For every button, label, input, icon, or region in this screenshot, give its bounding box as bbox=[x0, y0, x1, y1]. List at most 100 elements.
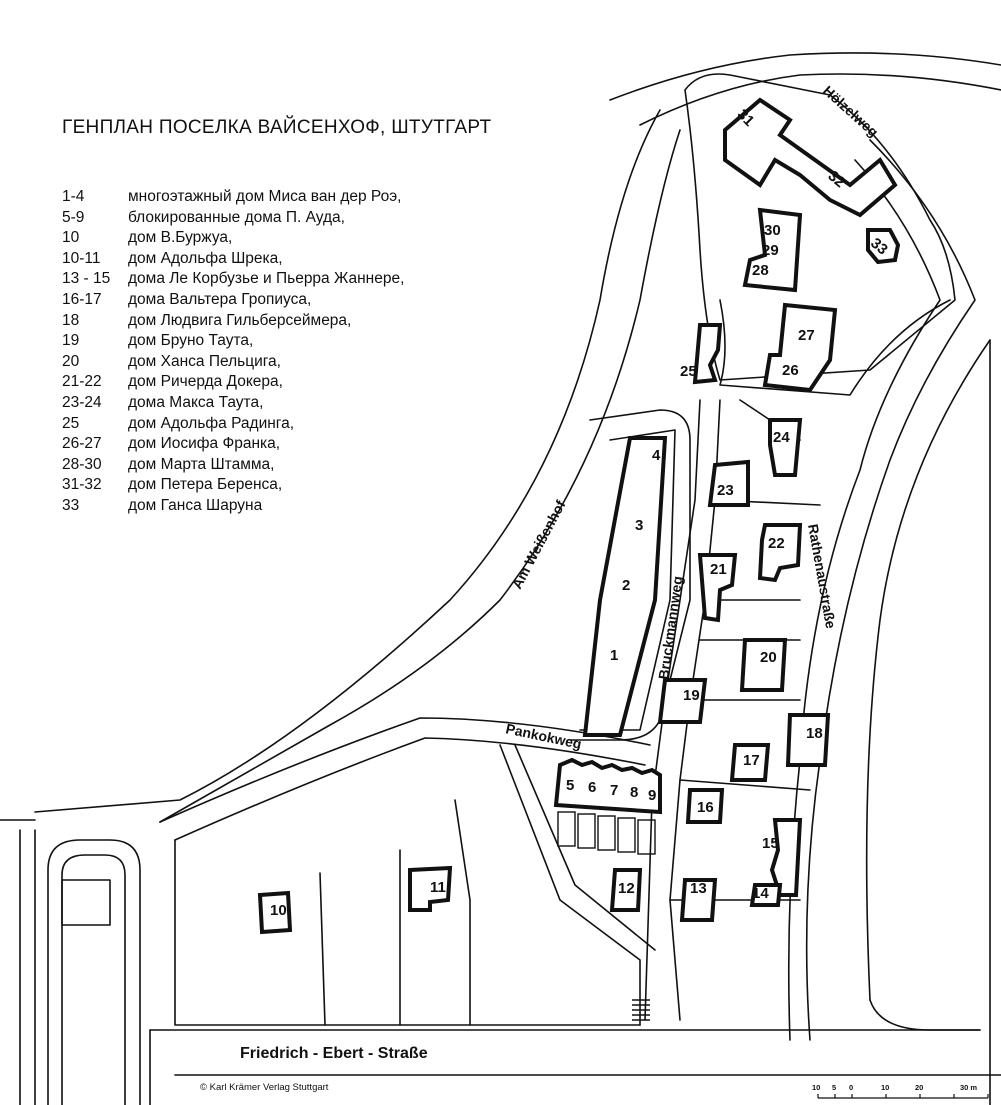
building-label-27: 27 bbox=[798, 327, 815, 344]
street-label-rathenaustrasse: Rathenaustraße bbox=[805, 523, 839, 630]
legend-item-text: дом В.Буржуа, bbox=[128, 229, 233, 247]
building-outline-20 bbox=[739, 638, 788, 692]
building-label-13: 13 bbox=[690, 880, 707, 897]
building-outline-31-32 bbox=[723, 97, 898, 218]
legend-item-text: дом Ричерда Докера, bbox=[128, 373, 283, 391]
page-title: ГЕНПЛАН ПОСЕЛКА ВАЙСЕНХОФ, ШТУТГАРТ bbox=[62, 117, 492, 138]
building-label-15: 15 bbox=[762, 835, 779, 852]
building-label-30: 30 bbox=[764, 222, 781, 239]
scale-label-3: 10 bbox=[881, 1083, 889, 1092]
roundabout-left bbox=[47, 839, 141, 1105]
scale-label-4: 20 bbox=[915, 1083, 923, 1092]
building-label-4: 4 bbox=[652, 447, 661, 464]
stair-hatch bbox=[632, 999, 650, 1021]
garage-1 bbox=[557, 811, 576, 847]
building-label-3: 3 bbox=[635, 517, 643, 534]
block-pankok-2 bbox=[514, 744, 656, 951]
building-label-19: 19 bbox=[683, 687, 700, 704]
building-label-24: 24 bbox=[773, 429, 790, 446]
street-label-friedrich-ebert: Friedrich - Ebert - Straße bbox=[240, 1045, 428, 1062]
building-label-5: 5 bbox=[566, 777, 574, 794]
building-outline-24 bbox=[768, 418, 803, 477]
building-label-23: 23 bbox=[717, 482, 734, 499]
building-outline-1-4 bbox=[582, 436, 668, 737]
scale-label-0: 10 bbox=[812, 1083, 820, 1092]
legend-item-text: многоэтажный дом Миса ван дер Роэ, bbox=[128, 188, 402, 205]
road-am-weissenhof-outer bbox=[34, 109, 661, 813]
legend-item: 21-22 дом Ричерда Докера, bbox=[62, 372, 404, 393]
roundabout-left-inner bbox=[61, 854, 126, 1105]
building-outline-14 bbox=[749, 883, 783, 907]
legend-item-text: дома Вальтера Гропиуса, bbox=[128, 290, 312, 308]
building-label-1: 1 bbox=[610, 647, 618, 664]
building-label-10: 10 bbox=[270, 902, 287, 919]
block-lower-left-div bbox=[319, 872, 326, 1026]
legend-item-num: 10-11 bbox=[62, 249, 101, 267]
building-label-28: 28 bbox=[752, 262, 769, 279]
legend-item-num: 19 bbox=[62, 332, 80, 350]
parking-box bbox=[61, 879, 111, 926]
building-label-9: 9 bbox=[648, 787, 656, 804]
legend-item-num: 16-17 bbox=[62, 290, 102, 308]
block-pankok bbox=[499, 744, 641, 1026]
building-outline-26-27 bbox=[762, 302, 838, 393]
road-pankokweg-lower bbox=[174, 737, 646, 841]
road-am-weissenhof-inner bbox=[159, 129, 681, 823]
block-central bbox=[569, 409, 691, 741]
building-outline-16 bbox=[685, 788, 725, 824]
building-outline-23 bbox=[707, 459, 750, 507]
building-label-2: 2 bbox=[622, 577, 630, 594]
legend-item-num: 31-32 bbox=[62, 476, 102, 494]
building-label-12: 12 bbox=[618, 880, 635, 897]
building-outline-22 bbox=[757, 523, 803, 583]
legend-item-text: дом Бруно Таута, bbox=[128, 332, 254, 350]
legend-item-text: дом Ханса Пельцига, bbox=[128, 352, 281, 370]
legend-item-num: 28-30 bbox=[62, 455, 102, 473]
building-outline-12 bbox=[609, 868, 643, 912]
scale-label-2: 0 bbox=[849, 1083, 853, 1092]
building-label-7: 7 bbox=[610, 782, 618, 799]
building-label-16: 16 bbox=[697, 799, 714, 816]
road-hoelzelweg bbox=[684, 73, 956, 381]
legend-item-num: 21-22 bbox=[62, 373, 102, 391]
building-outline-19 bbox=[657, 678, 708, 724]
building-label-26: 26 bbox=[782, 362, 799, 379]
legend-item-num: 13 - 15 bbox=[62, 270, 111, 288]
building-outline-18 bbox=[785, 713, 831, 767]
garage-5 bbox=[637, 819, 656, 855]
building-outline-11 bbox=[408, 865, 453, 912]
legend-item: 16-17 дома Вальтера Гропиуса, bbox=[62, 290, 404, 311]
legend-item: 26-27 дом Иосифа Франка, bbox=[62, 434, 404, 455]
building-label-11: 11 bbox=[430, 879, 446, 896]
road-top-arc bbox=[609, 52, 1001, 101]
building-outline-25 bbox=[692, 323, 723, 385]
scale-label-5: 30 m bbox=[960, 1083, 977, 1092]
building-label-17: 17 bbox=[743, 752, 760, 769]
street-label-bruckmannweg: Bruckmannweg bbox=[655, 575, 685, 680]
building-label-25: 25 bbox=[680, 363, 697, 380]
legend-item-text: блокированные дома П. Ауда, bbox=[128, 208, 345, 226]
legend-item: 28-30 дом Марта Штамма, bbox=[62, 455, 404, 476]
garage-3 bbox=[597, 815, 616, 851]
building-outline-33 bbox=[866, 228, 901, 265]
road-rathenau-far bbox=[865, 339, 991, 1001]
legend-item-text: дом Ганса Шаруна bbox=[128, 496, 263, 514]
garage-4 bbox=[617, 817, 636, 853]
legend-item-text: дом Иосифа Франка, bbox=[128, 435, 281, 453]
block-middle-edge-2 bbox=[644, 399, 701, 1021]
road-rathenau-inner bbox=[787, 159, 941, 1041]
legend-item-text: дом Марта Штамма, bbox=[128, 455, 275, 473]
scale-label-1: 5 bbox=[832, 1083, 836, 1092]
building-outline-28-30 bbox=[742, 207, 803, 293]
legend-item-num: 25 bbox=[62, 414, 80, 432]
legend-item-num: 26-27 bbox=[62, 435, 102, 453]
